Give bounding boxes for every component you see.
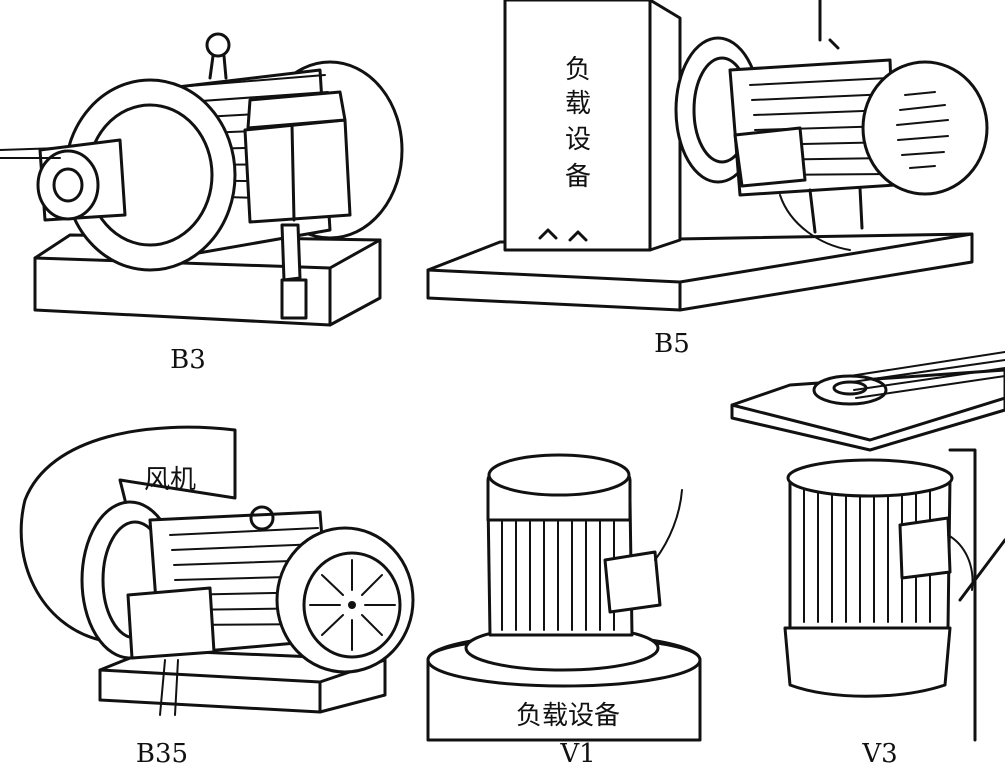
b5-load-device-text: 负 载 设 备 [565, 55, 591, 192]
figure-v1: 负载设备 V1 [426, 453, 702, 768]
figure-b35: 风机 B35 [19, 425, 415, 768]
b5-device-char-2: 载 [565, 89, 591, 119]
v1-load-device-text: 负载设备 [516, 701, 620, 731]
v1-label: V1 [559, 739, 595, 768]
b5-device-char-1: 负 [565, 55, 591, 85]
b3-label: B3 [170, 345, 206, 375]
figure-v3: V3 [730, 351, 1005, 768]
b5-device-char-3: 设 [565, 125, 591, 155]
b35-fan-text: 风机 [144, 465, 196, 495]
b5-device-char-4: 备 [565, 162, 591, 192]
v3-label: V3 [861, 739, 897, 768]
figure-b3: B3 [0, 32, 404, 375]
figure-b5: 负 载 设 备 B5 [426, 0, 989, 359]
b35-label: B35 [136, 739, 188, 768]
b5-label: B5 [654, 329, 690, 359]
